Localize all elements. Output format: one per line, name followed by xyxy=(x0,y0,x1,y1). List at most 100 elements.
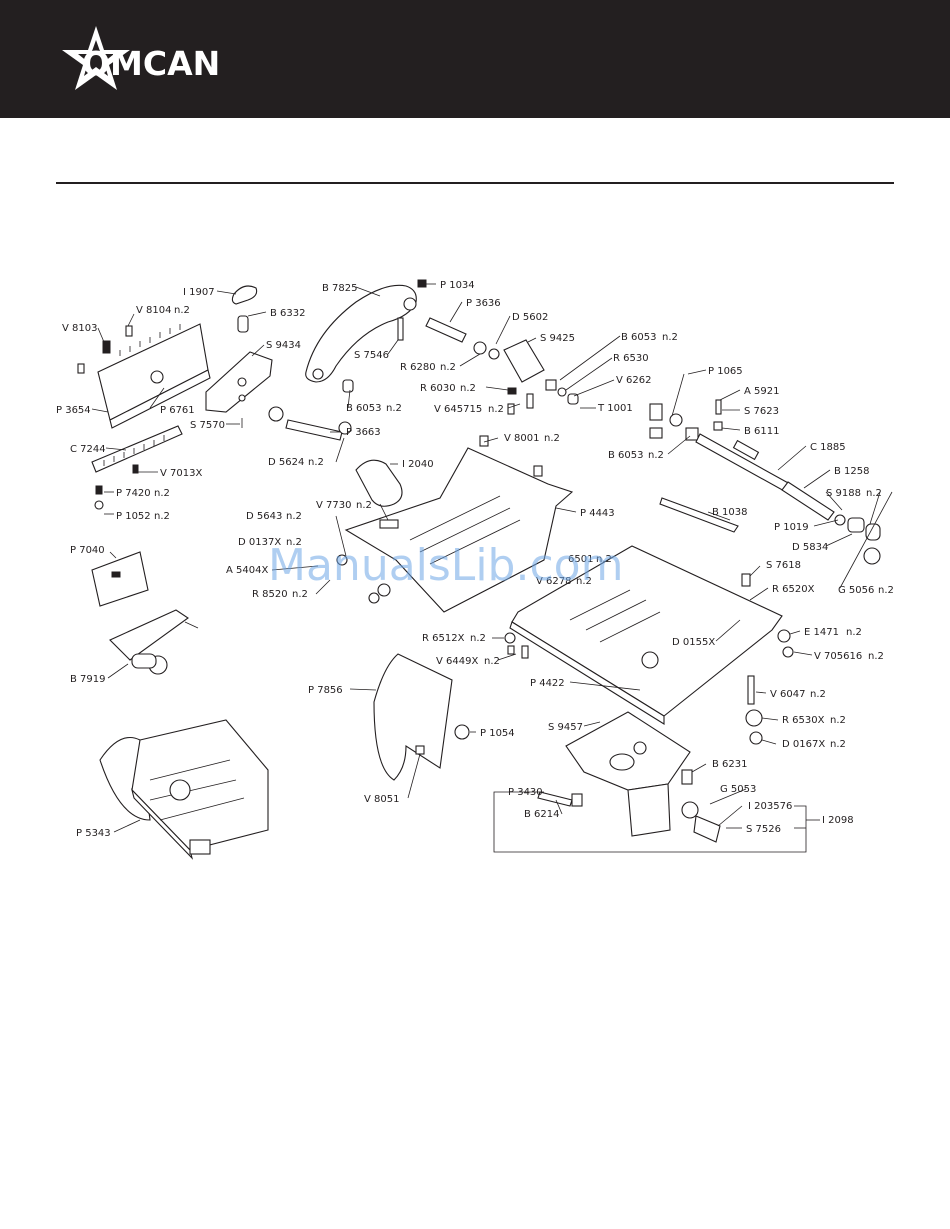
part-p4422 xyxy=(509,545,783,725)
label-p3663: P 3663 xyxy=(346,427,381,438)
label-b6053c-qty: n.2 xyxy=(648,450,664,461)
label-v6047-qty: n.2 xyxy=(810,689,826,700)
part-b7919 xyxy=(109,609,199,675)
label-p4443: P 4443 xyxy=(580,508,615,519)
label-d0167x: D 0167X xyxy=(782,739,825,750)
part-p4443 xyxy=(344,435,574,613)
label-c1885: C 1885 xyxy=(810,442,846,453)
label-v645715-qty: n.2 xyxy=(488,404,504,415)
label-p5343: P 5343 xyxy=(76,828,111,839)
label-v6449x: V 6449X xyxy=(436,656,478,667)
label-r6520x: R 6520X xyxy=(772,584,815,595)
label-v8001-qty: n.2 xyxy=(544,433,560,444)
label-r8520: R 8520 xyxy=(252,589,288,600)
label-b6053c: B 6053 xyxy=(608,450,644,461)
label-b6332: B 6332 xyxy=(270,308,306,319)
label-v6449x-qty: n.2 xyxy=(484,656,500,667)
label-d5643-qty: n.2 xyxy=(286,511,302,522)
label-r6512x-qty: n.2 xyxy=(470,633,486,644)
part-p3654 xyxy=(97,323,211,429)
label-p1034: P 1034 xyxy=(440,280,475,291)
label-i1907: I 1907 xyxy=(183,287,215,298)
part-b7825 xyxy=(305,284,417,383)
part-c1885 xyxy=(695,433,791,493)
label-g5056: G 5056 xyxy=(838,585,874,596)
label-i2098: I 2098 xyxy=(822,815,854,826)
part-i1907 xyxy=(231,285,258,333)
label-p3654: P 3654 xyxy=(56,405,91,416)
part-b1258 xyxy=(781,481,835,521)
label-b6501: 6501 xyxy=(568,554,593,565)
label-i203576: I 203576 xyxy=(748,801,792,812)
label-v7730-qty: n.2 xyxy=(356,500,372,511)
label-s9425: S 9425 xyxy=(540,333,575,344)
label-s7570: S 7570 xyxy=(190,420,225,431)
label-a5921: A 5921 xyxy=(744,386,779,397)
part-v8104 xyxy=(125,325,133,337)
label-p1065: P 1065 xyxy=(708,366,743,377)
label-d0167x-qty: n.2 xyxy=(830,739,846,750)
label-s9188: S 9188 xyxy=(826,488,861,499)
label-p3430: P 3430 xyxy=(508,787,543,798)
label-d0137x-qty: n.2 xyxy=(286,537,302,548)
label-p7040: P 7040 xyxy=(70,545,105,556)
label-c7244: C 7244 xyxy=(70,444,106,455)
label-r8520-qty: n.2 xyxy=(292,589,308,600)
label-s9188-qty: n.2 xyxy=(866,488,882,499)
label-g5056-qty: n.2 xyxy=(878,585,894,596)
label-d5624-qty: n.2 xyxy=(308,457,324,468)
part-p3663 xyxy=(268,406,352,441)
label-p1052-qty: n.2 xyxy=(154,511,170,522)
label-s7618: S 7618 xyxy=(766,560,801,571)
header-rule xyxy=(56,182,894,184)
label-d5624: D 5624 xyxy=(268,457,304,468)
label-r6512x: R 6512X xyxy=(422,633,465,644)
label-v8051: V 8051 xyxy=(364,794,399,805)
label-b7919: B 7919 xyxy=(70,674,106,685)
label-b6053a-qty: n.2 xyxy=(662,332,678,343)
label-b7825: B 7825 xyxy=(322,283,358,294)
label-p6761: P 6761 xyxy=(160,405,195,416)
label-b6053b-qty: n.2 xyxy=(386,403,402,414)
label-v7013x: V 7013X xyxy=(160,468,202,479)
label-g5053: G 5053 xyxy=(720,784,756,795)
page-header: OMCAN xyxy=(0,0,950,118)
part-p5343 xyxy=(99,719,269,860)
label-d5834: D 5834 xyxy=(792,542,828,553)
label-b6231: B 6231 xyxy=(712,759,748,770)
label-p7856: P 7856 xyxy=(308,685,343,696)
part-s9457 xyxy=(565,711,691,837)
label-p7420: P 7420 xyxy=(116,488,151,499)
part-p3636 xyxy=(425,317,467,343)
part-p7856 xyxy=(373,653,453,781)
label-r6280: R 6280 xyxy=(400,362,436,373)
label-b1038: B 1038 xyxy=(712,507,748,518)
label-v6047: V 6047 xyxy=(770,689,805,700)
label-p7420-qty: n.2 xyxy=(154,488,170,499)
label-s9457: S 9457 xyxy=(548,722,583,733)
label-b6501-qty: n.2 xyxy=(596,554,612,565)
label-v8001: V 8001 xyxy=(504,433,539,444)
part-s9434 xyxy=(205,351,273,413)
label-p1019: P 1019 xyxy=(774,522,809,533)
label-e1471: E 1471 xyxy=(804,627,839,638)
label-d0155x: D 0155X xyxy=(672,637,715,648)
label-r6030-qty: n.2 xyxy=(460,383,476,394)
part-p7040 xyxy=(91,551,149,607)
part-labels: I 1907 V 8104 n.2 V 8103 B 6332 S 9434 P… xyxy=(56,280,894,839)
label-b6053b: B 6053 xyxy=(346,403,382,414)
label-s9434: S 9434 xyxy=(266,340,301,351)
part-b1038 xyxy=(659,497,739,533)
part-s9425 xyxy=(503,339,545,383)
star-logo-icon xyxy=(62,26,130,90)
label-v645715: V 645715 xyxy=(434,404,482,415)
label-p1052: P 1052 xyxy=(116,511,151,522)
label-r6030: R 6030 xyxy=(420,383,456,394)
label-t1001: T 1001 xyxy=(597,403,633,414)
label-i2040: I 2040 xyxy=(402,459,434,470)
label-v6278: V 6278 xyxy=(536,576,571,587)
part-v8103 xyxy=(77,340,111,374)
label-d5643: D 5643 xyxy=(246,511,282,522)
label-r6280-qty: n.2 xyxy=(440,362,456,373)
label-r6530x-qty: n.2 xyxy=(830,715,846,726)
